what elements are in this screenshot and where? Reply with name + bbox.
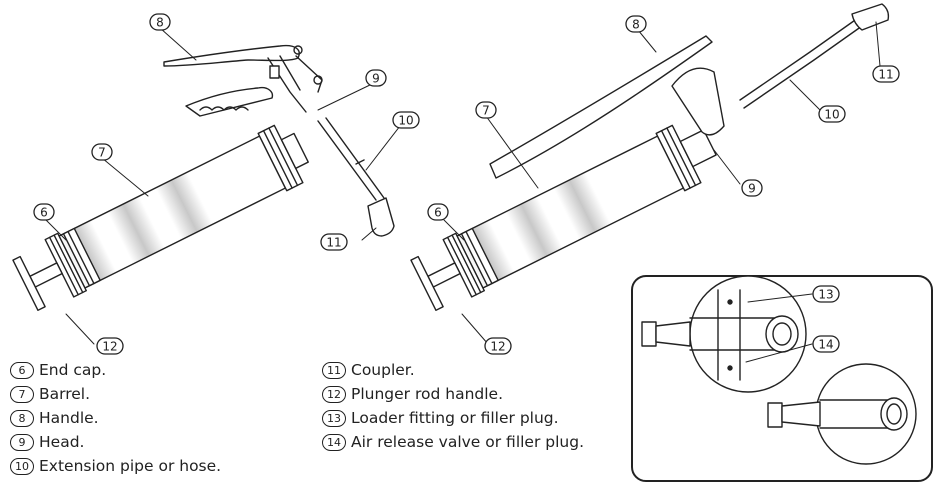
left-barrel <box>12 124 309 311</box>
callout-l10: 10 <box>392 111 420 129</box>
callout-number: 8 <box>156 16 164 30</box>
callout-number: 12 <box>102 340 117 354</box>
legend-text: Plunger rod handle. <box>351 385 504 403</box>
right-extension-pipe <box>739 17 863 109</box>
callout-l7: 7 <box>91 143 113 161</box>
callout-r11: 11 <box>872 65 900 83</box>
legend-text: Barrel. <box>39 385 91 403</box>
callout-r6: 6 <box>427 203 449 221</box>
callout-number: 7 <box>98 146 106 160</box>
legend-text: Coupler. <box>351 361 415 379</box>
right-barrel <box>410 124 717 311</box>
callout-r9: 9 <box>741 179 763 197</box>
callout-i14: 14 <box>812 335 840 353</box>
callout-number: 14 <box>818 338 833 352</box>
callout-l8: 8 <box>149 13 171 31</box>
legend-item: 11 Coupler. <box>322 358 584 382</box>
callout-l6: 6 <box>33 203 55 221</box>
callout-number: 11 <box>878 68 893 82</box>
legend-item: 9 Head. <box>10 430 221 454</box>
legend-number-badge: 14 <box>322 433 346 451</box>
right-coupler <box>851 3 890 31</box>
legend-number-badge: 12 <box>322 385 346 403</box>
legend-item: 8 Handle. <box>10 406 221 430</box>
callout-number: 6 <box>40 206 48 220</box>
legend-text: Air release valve or filler plug. <box>351 433 584 451</box>
callout-number: 10 <box>824 108 839 122</box>
callout-r7: 7 <box>475 101 497 119</box>
left-grease-gun <box>12 44 395 311</box>
callout-i13: 13 <box>812 285 840 303</box>
legend-number-badge: 13 <box>322 409 346 427</box>
legend-text: Loader fitting or filler plug. <box>351 409 559 427</box>
legend-text: Handle. <box>39 409 99 427</box>
left-coupler <box>367 197 395 237</box>
legend-item: 12 Plunger rod handle. <box>322 382 584 406</box>
callout-number: 9 <box>372 72 380 86</box>
legend-item: 14 Air release valve or filler plug. <box>322 430 584 454</box>
callout-l11: 11 <box>320 233 348 251</box>
legend-number-badge: 7 <box>10 385 34 403</box>
left-lever-handle <box>163 44 300 67</box>
legend-number-badge: 11 <box>322 361 346 379</box>
legend-number-badge: 10 <box>10 457 34 475</box>
legend-number-badge: 9 <box>10 433 34 451</box>
inset-detail <box>631 275 933 482</box>
left-plunger-handle <box>12 255 46 311</box>
legend-left: 6 End cap. 7 Barrel. 8 Handle. 9 Head. 10 Extensi… <box>10 358 221 478</box>
legend-item: 7 Barrel. <box>10 382 221 406</box>
legend-right: 11 Coupler. 12 Plunger rod handle. 13 Loader … <box>322 358 584 454</box>
callout-l12: 12 <box>96 337 124 355</box>
callout-number: 10 <box>398 114 413 128</box>
right-lever-handle <box>489 35 713 179</box>
callout-l9: 9 <box>365 69 387 87</box>
callouts: 8 9 10 7 6 11 12 8 7 10 11 9 6 12 13 14 <box>33 13 900 355</box>
callout-number: 8 <box>632 18 640 32</box>
right-grease-gun <box>410 3 890 311</box>
legend-text: Head. <box>39 433 85 451</box>
callout-number: 9 <box>748 182 756 196</box>
callout-r12: 12 <box>484 337 512 355</box>
left-extension-pipe <box>317 117 385 201</box>
legend-text: Extension pipe or hose. <box>39 457 222 475</box>
callout-number: 6 <box>434 206 442 220</box>
callout-r8: 8 <box>625 15 647 33</box>
callout-number: 12 <box>490 340 505 354</box>
legend-number-badge: 8 <box>10 409 34 427</box>
legend-item: 6 End cap. <box>10 358 221 382</box>
callout-r10: 10 <box>818 105 846 123</box>
legend-item: 13 Loader fitting or filler plug. <box>322 406 584 430</box>
leader-lines <box>45 21 881 363</box>
legend-text: End cap. <box>39 361 107 379</box>
right-plunger-handle <box>410 255 444 311</box>
legend-number-badge: 6 <box>10 361 34 379</box>
legend-item: 10 Extension pipe or hose. <box>10 454 221 478</box>
callout-number: 13 <box>818 288 833 302</box>
callout-number: 7 <box>482 104 490 118</box>
callout-number: 11 <box>326 236 341 250</box>
